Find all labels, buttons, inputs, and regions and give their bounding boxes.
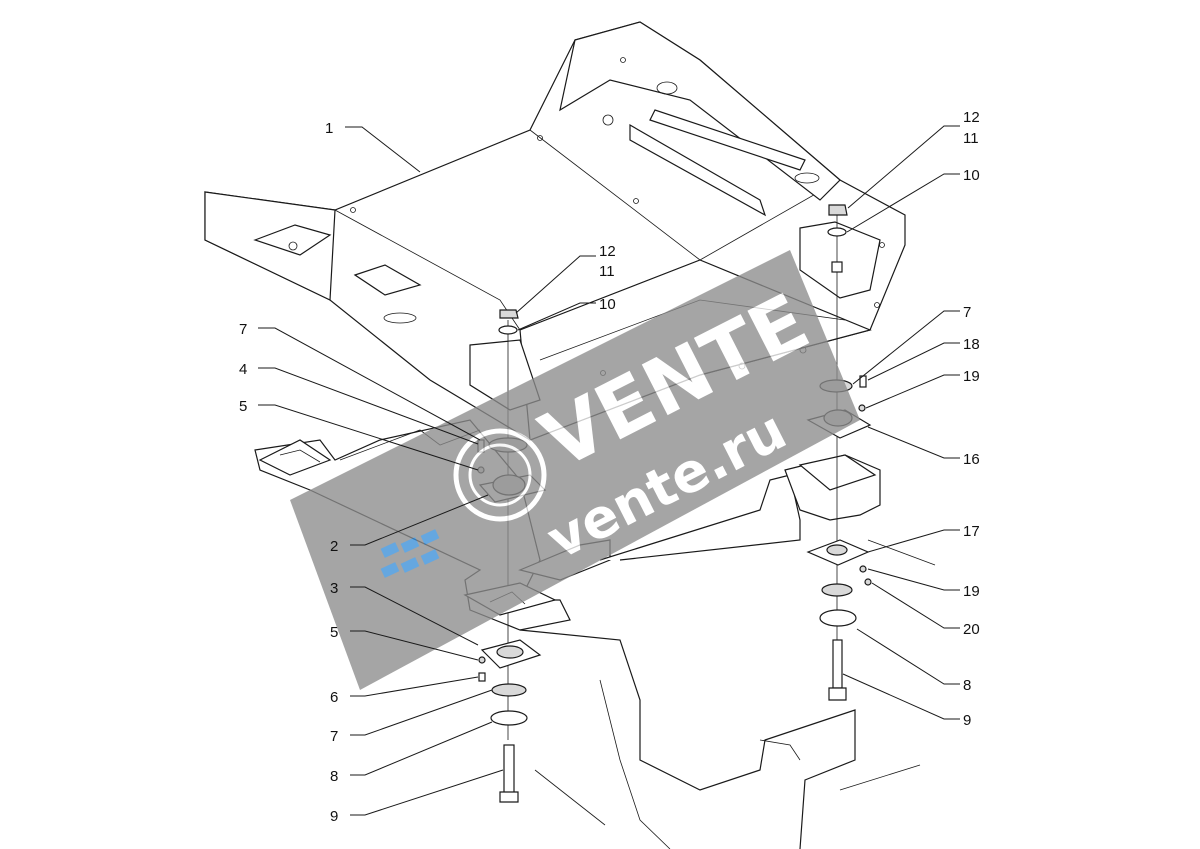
callout-19: 19 xyxy=(963,583,980,600)
callout-19: 19 xyxy=(963,368,980,385)
watermark-logo-icon xyxy=(380,529,440,578)
callout-10: 10 xyxy=(963,167,980,184)
callout-labels: 1 7 4 5 2 3 5 6 7 8 9 12 11 10 12 11 10 … xyxy=(239,109,980,825)
callout-8: 8 xyxy=(330,768,338,785)
callout-17: 17 xyxy=(963,523,980,540)
watermark: VENTE vente.ru xyxy=(290,250,860,690)
callout-3: 3 xyxy=(330,580,338,597)
nut xyxy=(828,204,848,216)
callout-18: 18 xyxy=(963,336,980,353)
callout-1: 1 xyxy=(325,120,333,137)
leader-lines xyxy=(258,125,960,816)
callout-9: 9 xyxy=(963,712,971,729)
nut xyxy=(499,309,519,319)
callout-11: 11 xyxy=(963,130,979,147)
callout-2: 2 xyxy=(330,538,338,555)
callout-12: 12 xyxy=(599,243,616,260)
callout-7: 7 xyxy=(330,728,338,745)
callout-7: 7 xyxy=(963,304,971,321)
callout-6: 6 xyxy=(330,689,338,706)
callout-5: 5 xyxy=(239,398,247,415)
callout-11: 11 xyxy=(599,263,615,280)
callout-20: 20 xyxy=(963,621,980,638)
callout-4: 4 xyxy=(239,361,247,378)
callout-12: 12 xyxy=(963,109,980,126)
callout-10: 10 xyxy=(599,296,616,313)
callout-16: 16 xyxy=(963,451,980,468)
callout-8: 8 xyxy=(963,677,971,694)
callout-5: 5 xyxy=(330,624,338,641)
callout-7: 7 xyxy=(239,321,247,338)
callout-9: 9 xyxy=(330,808,338,825)
washer xyxy=(498,325,518,335)
